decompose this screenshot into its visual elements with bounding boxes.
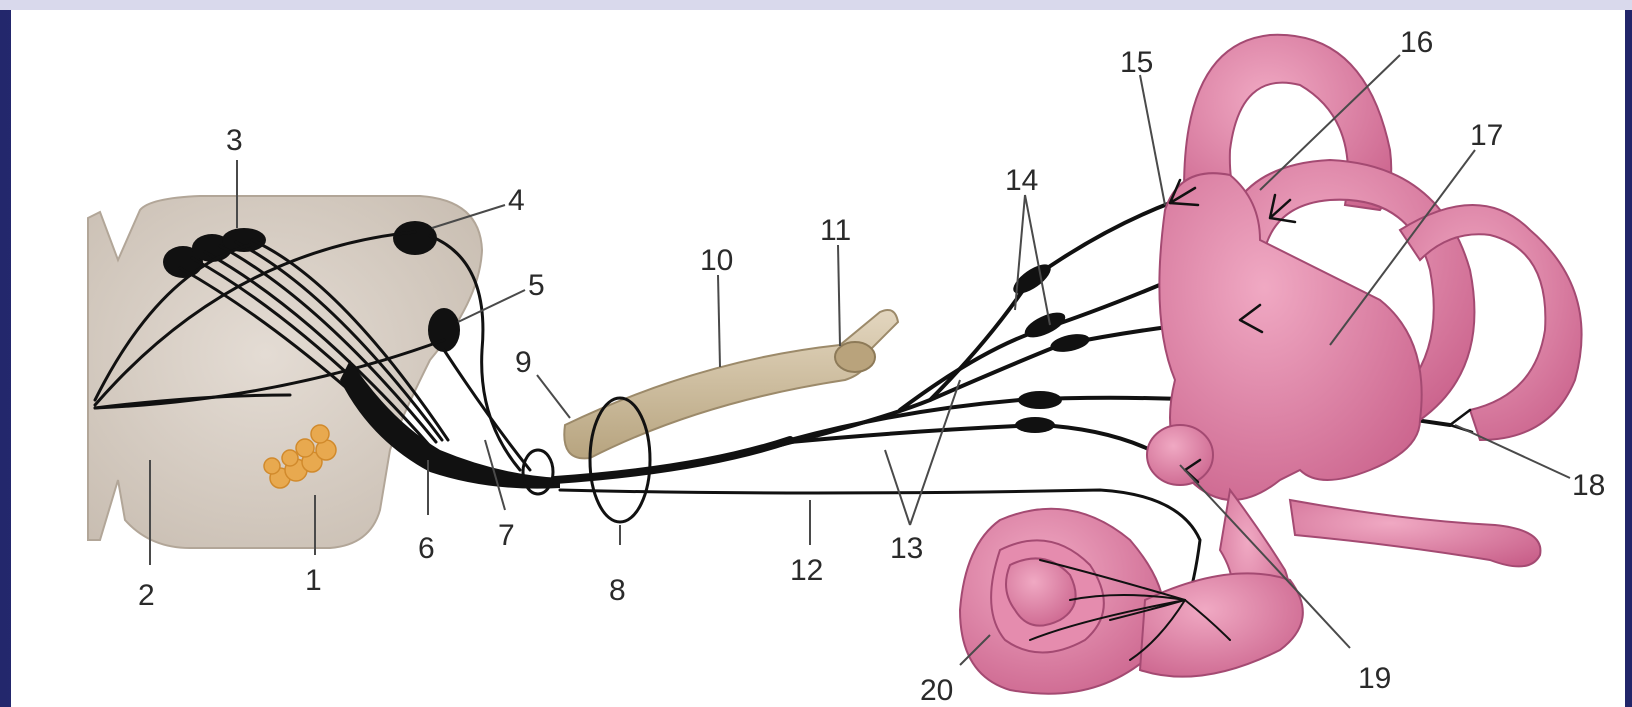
label-4: 4 bbox=[508, 184, 525, 217]
label-1: 1 bbox=[305, 564, 322, 597]
label-6: 6 bbox=[418, 532, 435, 565]
label-10: 10 bbox=[700, 244, 733, 277]
label-19: 19 bbox=[1358, 662, 1391, 695]
nucleus-4 bbox=[393, 221, 437, 255]
inner-ear-labyrinth bbox=[1147, 35, 1582, 640]
label-2: 2 bbox=[138, 579, 155, 612]
label-11: 11 bbox=[820, 214, 851, 247]
label-5: 5 bbox=[528, 269, 545, 302]
label-3: 3 bbox=[226, 124, 243, 157]
label-15: 15 bbox=[1120, 46, 1153, 79]
label-20: 20 bbox=[920, 674, 953, 707]
label-17: 17 bbox=[1470, 119, 1503, 152]
label-16: 16 bbox=[1400, 26, 1433, 59]
vestibular-ganglion bbox=[1009, 259, 1091, 433]
label-8: 8 bbox=[609, 574, 626, 607]
label-7: 7 bbox=[498, 519, 515, 552]
label-12: 12 bbox=[790, 554, 823, 587]
label-14: 14 bbox=[1005, 164, 1038, 197]
label-18: 18 bbox=[1572, 469, 1605, 502]
label-13: 13 bbox=[890, 532, 923, 565]
label-9: 9 bbox=[515, 346, 532, 379]
